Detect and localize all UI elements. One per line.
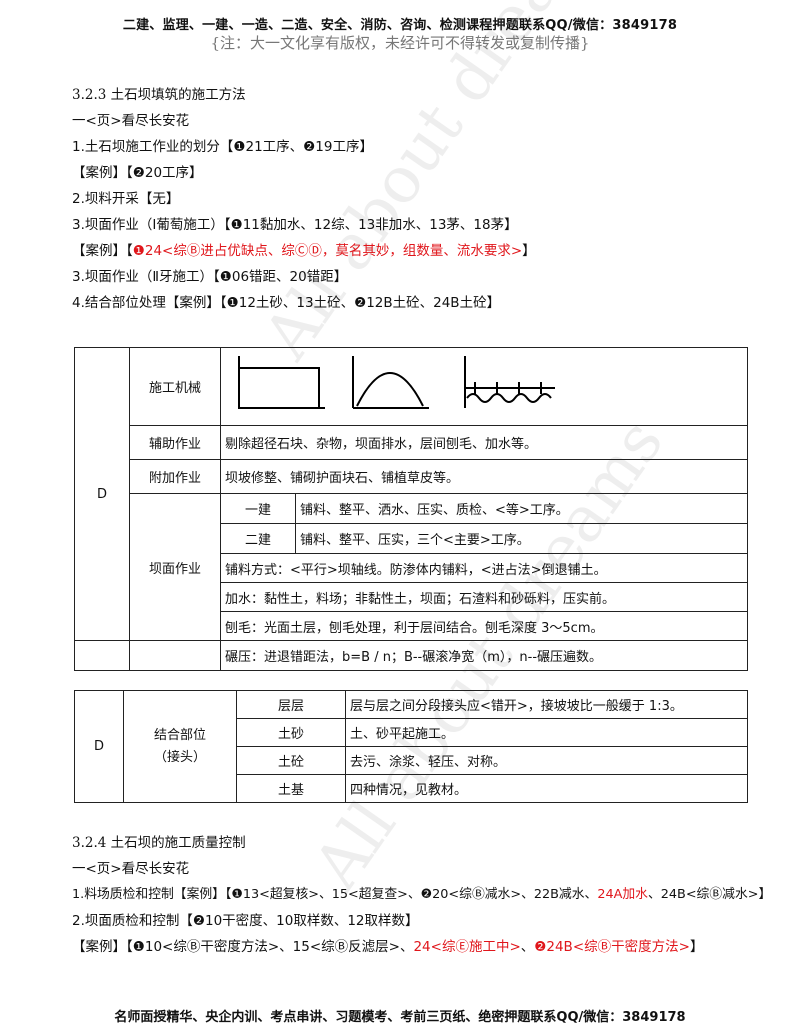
section-title: 3.2.4 土石坝的施工质量控制 — [72, 835, 246, 851]
list-item-prefix: 【案例】【❶10<综Ⓑ干密度方法>、15<综Ⓑ反滤层>、 — [72, 939, 414, 955]
machinery-diagrams — [220, 347, 748, 426]
diagram-arch — [352, 355, 429, 409]
list-item: 1.土石坝施工作业的划分【❶21工序、❷19工序】 — [72, 139, 373, 155]
footer-contact: 名师面授精华、央企内训、考点串讲、习题模考、考前三页纸、绝密押题联系QQ/微信：… — [114, 1010, 686, 1025]
list-item-suffix: 、24B<综Ⓑ减水>】 — [647, 887, 772, 902]
sub-header: 二建 — [220, 523, 296, 554]
row-header: 坝面作业 — [129, 493, 221, 641]
rolling-row: 碾压：进退错距法，b=B / n；B--碾滚净宽（m），n--碾压遍数。 — [74, 640, 748, 671]
list-item-highlight: 24<综Ⓔ施工中> — [413, 939, 521, 955]
list-item: 【案例】【❷20工序】 — [72, 165, 203, 181]
list-item: 3.坝面作业（Ⅱ牙施工）【❶06错距、20错距】 — [72, 269, 348, 285]
list-item-separator: 、 — [520, 939, 535, 955]
list-item-highlight: 24A加水 — [597, 887, 648, 902]
section-subtitle: 一<页>看尽长安花 — [72, 113, 190, 129]
list-item: 【案例】【❶10<综Ⓑ干密度方法>、15<综Ⓑ反滤层>、24<综Ⓔ施工中>、❷2… — [72, 934, 772, 960]
list-item: 3.坝面作业（Ⅰ葡萄施工）【❶11黏加水、12综、13非加水、13茅、18茅】 — [72, 217, 518, 233]
group-cell-continue — [74, 640, 130, 671]
list-item: 1.料场质检和控制【案例】【❶13<超复核>、15<超复查>、❷20<综Ⓑ减水>… — [72, 882, 772, 908]
list-item: 2.坝料开采【无】 — [72, 191, 180, 207]
diagram-wave — [464, 355, 555, 408]
row-header: 辅助作业 — [129, 425, 221, 460]
list-item-highlight: ❶24<综Ⓑ进占优缺点、综ⒸⒹ，莫名其妙，组数量、流水要求> — [132, 243, 523, 259]
header-cell-continue — [129, 640, 221, 671]
list-item-suffix: 】 — [689, 939, 704, 955]
sub-header: 一建 — [220, 493, 296, 524]
joint-label: 结合部位 （接头） — [123, 690, 237, 803]
joint-type: 土砂 — [236, 718, 346, 747]
list-item: 2.坝面质检和控制【❷10干密度、10取样数、12取样数】 — [72, 913, 419, 929]
list-item-prefix: 1.料场质检和控制【案例】【❶13<超复核>、15<超复查>、❷20<综Ⓑ减水>… — [72, 887, 598, 902]
section-dam-filling: 3.2.3 土石坝填筑的施工方法 一<页>看尽长安花 1.土石坝施工作业的划分【… — [72, 82, 752, 316]
joint-label-main: 结合部位 — [153, 727, 206, 743]
list-item-suffix: 】 — [522, 243, 536, 259]
cell-text: 铺料方式：<平行>坝轴线。防渗体内铺料，<进占法>倒退铺土。 — [220, 553, 748, 583]
row-header: 附加作业 — [129, 459, 221, 494]
joint-desc: 土、砂平起施工。 — [345, 718, 748, 747]
section-subtitle: 一<页>看尽长安花 — [72, 861, 190, 877]
list-item-highlight: ❷24B<综Ⓑ干密度方法> — [534, 939, 690, 955]
cell-text: 剔除超径石块、杂物，坝面排水，层间刨毛、加水等。 — [220, 425, 748, 460]
joint-desc: 层与层之间分段接头应<错开>，接坡坡比一般缓于 1:3。 — [345, 690, 748, 719]
joint-table: D 结合部位 （接头） 层层 层与层之间分段接头应<错开>，接坡坡比一般缓于 1… — [74, 690, 748, 803]
cell-text: 铺料、整平、洒水、压实、质检、<等>工序。 — [295, 493, 748, 524]
header-copyright: {注：大一文化享有版权，未经许可不得转发或复制传播} — [210, 34, 590, 52]
cell-text: 加水：黏性土，料场；非黏性土，坝面；石渣料和砂砾料，压实前。 — [220, 582, 748, 612]
group-label: D — [74, 690, 124, 803]
joint-label-sub: （接头） — [153, 749, 206, 765]
row-header: 施工机械 — [129, 347, 221, 426]
cell-text: 坝坡修整、铺砌护面块石、铺植草皮等。 — [220, 459, 748, 494]
list-item: 4.结合部位处理【案例】【❶12土砂、13土砼、❷12B土砼、24B土砼】 — [72, 295, 501, 311]
group-label: D — [74, 347, 130, 641]
joint-type: 土基 — [236, 774, 346, 803]
header-contact: 二建、监理、一建、一造、二造、安全、消防、咨询、检测课程押题联系QQ/微信：38… — [122, 18, 678, 33]
joint-type: 层层 — [236, 690, 346, 719]
compaction-diagrams — [238, 355, 555, 409]
cell-text: 刨毛：光面土层，刨毛处理，利于层间结合。刨毛深度 3～5cm。 — [220, 611, 748, 641]
dam-surface-table: D 施工机械 辅助作业 剔除超径 — [74, 347, 748, 641]
cell-text: 铺料、整平、压实，三个<主要>工序。 — [295, 523, 748, 554]
cell-text: 碾压：进退错距法，b=B / n；B--碾滚净宽（m），n--碾压遍数。 — [220, 640, 748, 671]
joint-desc: 四种情况，见教材。 — [345, 774, 748, 803]
list-item-prefix: 【案例】【 — [72, 243, 133, 259]
joint-type: 土砼 — [236, 746, 346, 775]
diagram-constant — [238, 355, 325, 409]
list-item: 【案例】【❶24<综Ⓑ进占优缺点、综ⒸⒹ，莫名其妙，组数量、流水要求>】 — [72, 238, 752, 264]
section-quality-control: 3.2.4 土石坝的施工质量控制 一<页>看尽长安花 1.料场质检和控制【案例】… — [72, 830, 772, 960]
section-title: 3.2.3 土石坝填筑的施工方法 — [72, 87, 246, 103]
joint-desc: 去污、涂浆、轻压、对称。 — [345, 746, 748, 775]
rolling-row-wrapper: 碾压：进退错距法，b=B / n；B--碾滚净宽（m），n--碾压遍数。 — [74, 640, 748, 671]
